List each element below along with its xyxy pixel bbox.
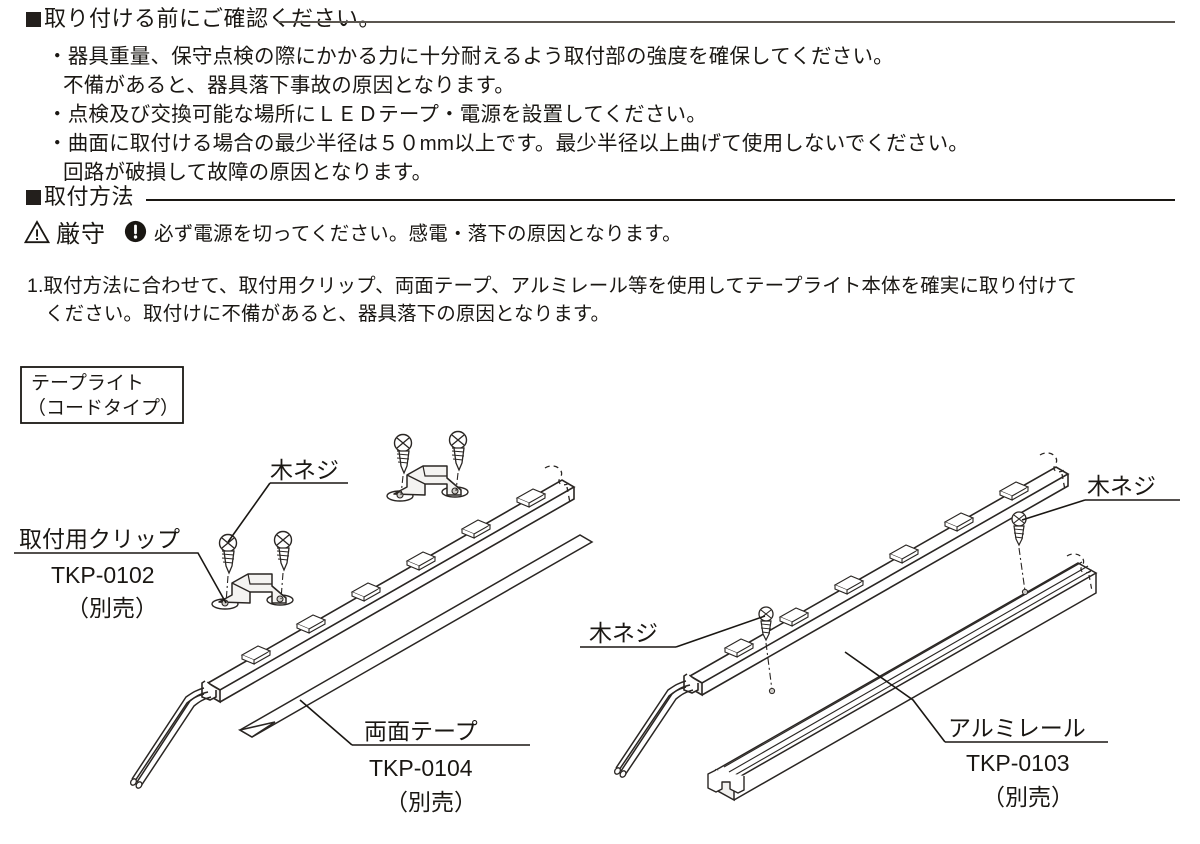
label-double-sided-tape-name: 両面テープ xyxy=(364,718,478,744)
wood-screw-lower-left xyxy=(218,533,238,604)
leader-wood-screw-left xyxy=(227,482,348,543)
label-wood-screw-right-top: 木ネジ xyxy=(1087,473,1156,499)
leader-wood-screw-right-mid xyxy=(580,615,766,648)
square-bullet-icon xyxy=(26,189,41,205)
wood-screw-rail-left xyxy=(758,606,776,695)
leader-wood-screw-right-top xyxy=(1021,499,1180,521)
led-tape-strip-right xyxy=(688,452,1070,697)
bullet-item-3-line1-text: ・曲面に取付ける場合の最少半径は５０mm以上です。最少半径以上曲げて使用しないで… xyxy=(47,132,969,155)
label-mounting-clip-sold-separately: （別売） xyxy=(66,595,158,621)
led-tape-cord-right xyxy=(613,673,699,778)
section-heading-before-install-text: 取り付ける前にご確認ください。 xyxy=(44,6,382,31)
before-install-bullet-list: ・器具重量、保守点検の際にかかる力に十分耐えるよう取付部の強度を確保してください… xyxy=(47,42,969,187)
label-aluminium-rail-sold-separately: （別売） xyxy=(982,784,1074,810)
aluminium-rail xyxy=(707,553,1098,802)
bullet-item-2-line1: ・点検及び交換可能な場所にＬＥＤテープ・電源を設置してください。 xyxy=(47,100,969,129)
tape-light-box-line2: （コードタイプ） xyxy=(27,397,179,419)
section-heading-install-method: 取付方法 xyxy=(26,186,134,208)
install-step-1-line1: 1.取付方法に合わせて、取付用クリップ、両面テープ、アルミレール等を使用してテー… xyxy=(27,272,1077,300)
tape-light-box-line1: テープライト xyxy=(31,372,144,394)
strict-warning-row: 厳守 必ず電源を切ってください。感電・落下の原因となります。 xyxy=(23,214,682,249)
double-sided-tape-sheet xyxy=(237,534,594,738)
label-double-sided-tape-code: TKP-0104 xyxy=(369,755,473,781)
bullet-item-1-line2: 不備があると、器具落下事故の原因となります。 xyxy=(47,71,969,100)
wood-screw-lower-right xyxy=(273,530,293,600)
label-wood-screw-right-mid: 木ネジ xyxy=(589,620,658,646)
tape-light-callout-box: テープライト （コードタイプ） xyxy=(20,366,184,424)
bullet-item-3-line2: 回路が破損して故障の原因となります。 xyxy=(47,158,969,187)
label-mounting-clip-code: TKP-0102 xyxy=(51,562,155,588)
install-step-1-line2: ください。取付けに不備があると、器具落下の原因となります。 xyxy=(27,300,1077,328)
label-double-sided-tape-sold-separately: （別売） xyxy=(385,789,477,815)
led-tape-cord-left xyxy=(129,680,217,789)
mounting-clip-lower xyxy=(211,573,294,610)
section-heading-install-method-text: 取付方法 xyxy=(44,184,135,209)
heading-rule-install-method xyxy=(146,199,1175,201)
warning-triangle-icon xyxy=(23,219,51,244)
wood-screw-upper-right xyxy=(448,430,468,492)
bullet-item-2-line1-text: ・点検及び交換可能な場所にＬＥＤテープ・電源を設置してください。 xyxy=(47,103,707,126)
wood-screw-upper-left xyxy=(393,433,413,496)
install-step-1-number: 1. xyxy=(27,275,44,297)
install-step-1: 1.取付方法に合わせて、取付用クリップ、両面テープ、アルミレール等を使用してテー… xyxy=(27,272,1077,328)
mounting-clip-upper xyxy=(386,465,469,502)
exclamation-circle-icon xyxy=(124,220,147,243)
install-step-1-line1-text: 取付方法に合わせて、取付用クリップ、両面テープ、アルミレール等を使用してテープラ… xyxy=(43,275,1078,297)
strict-warning-label: 厳守 xyxy=(56,221,106,248)
install-step-1-line2-text: ください。取付けに不備があると、器具落下の原因となります。 xyxy=(45,303,611,325)
leader-aluminium-rail xyxy=(844,651,1108,743)
label-wood-screw-left: 木ネジ xyxy=(270,457,339,483)
bullet-item-3-line1: ・曲面に取付ける場合の最少半径は５０mm以上です。最少半径以上曲げて使用しないで… xyxy=(47,129,969,158)
strict-warning-text: 必ず電源を切ってください。感電・落下の原因となります。 xyxy=(154,223,682,245)
wood-screw-rail-right xyxy=(1011,511,1029,596)
square-bullet-icon xyxy=(26,11,41,27)
bullet-item-3-line2-text: 回路が破損して故障の原因となります。 xyxy=(63,161,433,184)
bullet-item-1-line2-text: 不備があると、器具落下事故の原因となります。 xyxy=(63,74,515,97)
label-aluminium-rail-code: TKP-0103 xyxy=(966,750,1070,776)
section-heading-before-install: 取り付ける前にご確認ください。 xyxy=(26,8,381,30)
bullet-item-1-line1-text: ・器具重量、保守点検の際にかかる力に十分耐えるよう取付部の強度を確保してください… xyxy=(47,45,894,68)
label-mounting-clip-name: 取付用クリップ xyxy=(19,526,180,552)
leader-double-sided-tape xyxy=(299,699,530,746)
heading-rule-before-install xyxy=(278,21,1175,23)
leader-mounting-clip xyxy=(14,552,227,604)
label-aluminium-rail-name: アルミレール xyxy=(948,715,1086,741)
bullet-item-1-line1: ・器具重量、保守点検の際にかかる力に十分耐えるよう取付部の強度を確保してください… xyxy=(47,42,969,71)
